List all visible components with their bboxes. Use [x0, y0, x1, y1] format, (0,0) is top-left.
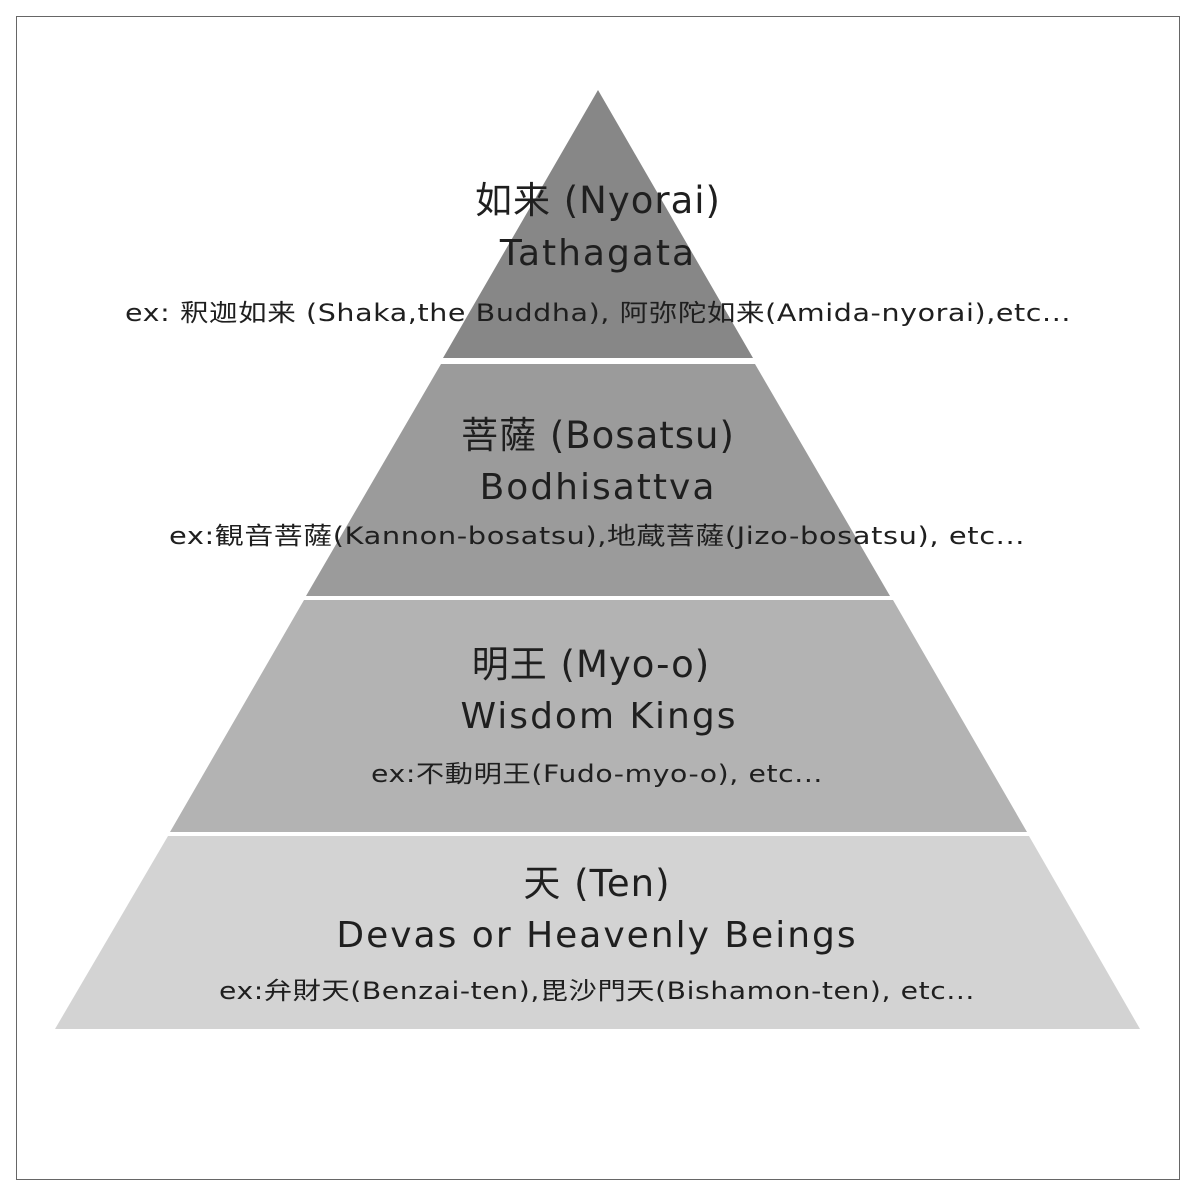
tier-nyorai-title: 如来 (Nyorai): [475, 179, 721, 222]
tier-ten-shape: [55, 836, 1140, 1029]
tier-myoo: 明王 (Myo-o) Wisdom Kings ex:不動明王(Fudo-myo…: [170, 600, 1027, 832]
tier-ten-examples: ex:弁財天(Benzai-ten),毘沙門天(Bishamon-ten), e…: [219, 977, 975, 1005]
tier-nyorai-examples: ex: 釈迦如来 (Shaka,the Buddha), 阿弥陀如来(Amida…: [125, 299, 1071, 327]
tier-bosatsu: 菩薩 (Bosatsu) Bodhisattva ex:観音菩薩(Kannon-…: [169, 364, 1025, 596]
tier-bosatsu-subtitle: Bodhisattva: [480, 467, 717, 508]
tier-myoo-subtitle: Wisdom Kings: [461, 696, 738, 737]
tier-bosatsu-examples: ex:観音菩薩(Kannon-bosatsu),地蔵菩薩(Jizo-bosats…: [169, 522, 1025, 550]
tier-nyorai-subtitle: Tathagata: [499, 233, 696, 274]
tier-ten-title: 天 (Ten): [523, 862, 670, 905]
tier-ten: 天 (Ten) Devas or Heavenly Beings ex:弁財天(…: [55, 836, 1140, 1029]
tier-bosatsu-shape: [306, 364, 890, 596]
tier-ten-subtitle: Devas or Heavenly Beings: [336, 915, 857, 956]
tier-myoo-examples: ex:不動明王(Fudo-myo-o), etc...: [371, 760, 823, 788]
tier-nyorai-shape: [443, 90, 753, 358]
tier-nyorai: 如来 (Nyorai) Tathagata ex: 釈迦如来 (Shaka,th…: [125, 90, 1071, 358]
tier-myoo-shape: [170, 600, 1027, 832]
tier-myoo-title: 明王 (Myo-o): [472, 643, 710, 686]
diagram-frame: [16, 16, 1180, 1180]
tier-bosatsu-title: 菩薩 (Bosatsu): [461, 414, 735, 457]
